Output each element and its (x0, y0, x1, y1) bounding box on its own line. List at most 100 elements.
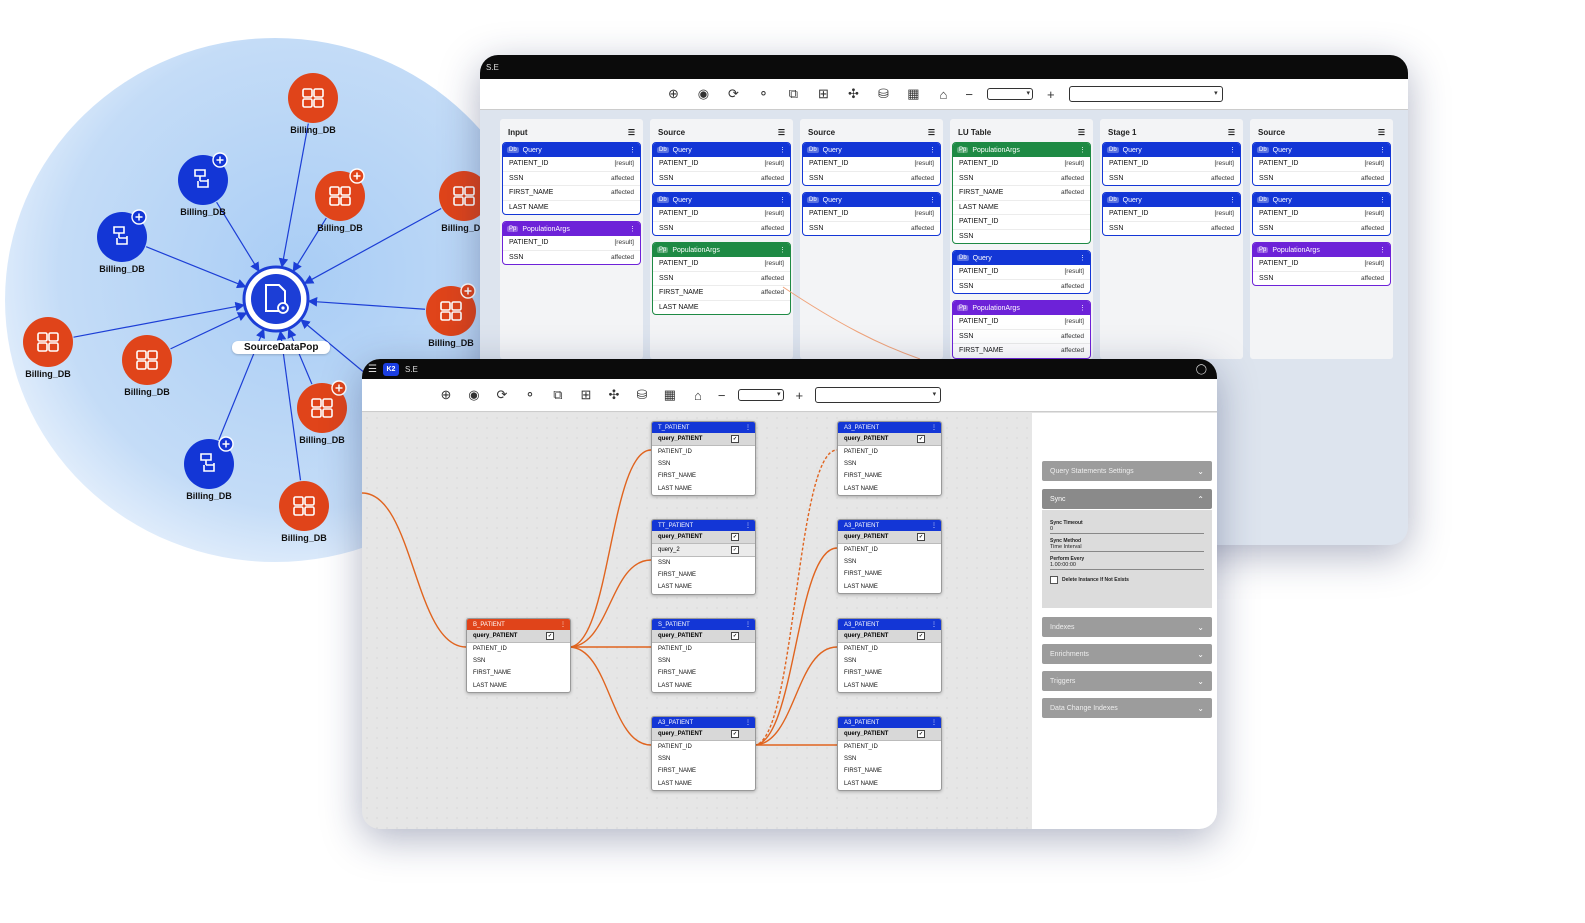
query-row[interactable]: query_PATIENT✓ (838, 630, 941, 643)
kebab-menu-icon[interactable]: ⋮ (1079, 255, 1086, 262)
table-field-row[interactable]: SSN (658, 560, 671, 567)
target-icon[interactable]: ◉ (468, 387, 480, 402)
kebab-menu-icon[interactable]: ⋮ (929, 197, 936, 204)
section-indexes[interactable]: Indexes⌄ (1042, 617, 1212, 637)
table-field-row[interactable]: LAST NAME (658, 485, 692, 492)
hub-node[interactable] (242, 265, 310, 333)
flow-node[interactable] (97, 209, 147, 262)
kebab-menu-icon[interactable]: ⋮ (931, 720, 937, 726)
table-field-row[interactable]: LAST NAME (658, 584, 692, 591)
plus-icon[interactable] (349, 168, 365, 184)
table-field-row[interactable]: PATIENT_ID (844, 547, 878, 554)
table-field-row[interactable]: LAST NAME (844, 780, 878, 787)
table-add-icon[interactable]: ⊞ (580, 387, 592, 402)
plus-icon[interactable] (218, 436, 234, 452)
perform-every-field[interactable]: 1.00:00:00 (1050, 562, 1204, 570)
section-enrichments[interactable]: Enrichments⌄ (1042, 644, 1212, 664)
actor-field-row[interactable]: PATIENT_ID (953, 215, 1090, 230)
kebab-menu-icon[interactable]: ⋮ (745, 523, 751, 529)
table-field-row[interactable]: SSN (473, 658, 486, 665)
table-field-row[interactable]: PATIENT_ID (658, 744, 692, 751)
table-field-row[interactable]: LAST NAME (658, 780, 692, 787)
table-field-row[interactable]: PATIENT_ID (844, 449, 878, 456)
kebab-menu-icon[interactable]: ⋮ (1079, 147, 1086, 154)
kebab-menu-icon[interactable]: ⋮ (629, 226, 636, 233)
target-icon[interactable]: ◉ (697, 86, 710, 101)
zoom-out-button[interactable]: − (965, 86, 973, 102)
kebab-menu-icon[interactable]: ⋮ (1229, 147, 1236, 154)
kebab-menu-icon[interactable]: ⋮ (779, 247, 786, 254)
table-field-row[interactable]: SSN (844, 658, 857, 665)
table-field-row[interactable]: SSN (844, 756, 857, 763)
query-checkbox[interactable]: ✓ (731, 632, 739, 640)
refresh-icon[interactable]: ⟳ (727, 86, 739, 101)
table-field-row[interactable]: FIRST_NAME (473, 670, 512, 677)
section-data-change-indexes[interactable]: Data Change Indexes⌄ (1042, 698, 1212, 718)
table-field-row[interactable]: FIRST_NAME (658, 768, 697, 775)
actor-field-row[interactable]: PATIENT_ID[result] (653, 157, 790, 172)
database-node[interactable] (122, 335, 172, 385)
kebab-menu-icon[interactable]: ⋮ (1229, 197, 1236, 204)
section-triggers[interactable]: Triggers⌄ (1042, 671, 1212, 691)
user-icon[interactable]: ◯ (1195, 363, 1207, 375)
kebab-menu-icon[interactable]: ⋮ (931, 425, 937, 431)
zoom-level-select[interactable]: ▾ (987, 88, 1033, 100)
query-checkbox[interactable]: ✓ (917, 632, 925, 640)
query-row[interactable]: query_PATIENT✓ (652, 531, 755, 544)
actor-field-row[interactable]: PATIENT_ID[result] (503, 236, 640, 251)
flow-node[interactable] (184, 436, 234, 489)
kebab-menu-icon[interactable]: ⋮ (779, 197, 786, 204)
query-row[interactable]: query_PATIENT✓ (652, 433, 755, 446)
table-field-row[interactable]: SSN (658, 658, 671, 665)
hierarchy-icon[interactable]: ⌂ (693, 387, 702, 403)
table-field-row[interactable]: LAST NAME (473, 682, 507, 689)
query-checkbox[interactable]: ✓ (546, 632, 554, 640)
stage-menu-icon[interactable]: ☰ (1377, 128, 1385, 137)
network-icon[interactable]: ✣ (608, 387, 620, 402)
select-icon[interactable]: ⧉ (553, 387, 563, 402)
plus-icon[interactable] (212, 152, 228, 168)
table-field-row[interactable]: LAST NAME (844, 485, 878, 492)
menu-icon[interactable]: ☰ (368, 363, 377, 375)
stage-menu-icon[interactable]: ☰ (1077, 128, 1085, 137)
select-icon[interactable]: ⧉ (788, 86, 799, 101)
zoom-out-button[interactable]: − (717, 387, 726, 403)
grid-search-icon[interactable]: ▦ (663, 387, 677, 402)
kebab-menu-icon[interactable]: ⋮ (931, 622, 937, 628)
sync-method-field[interactable]: Time Interval (1050, 544, 1204, 552)
table-field-row[interactable]: SSN (658, 756, 671, 763)
delete-instance-checkbox[interactable] (1050, 576, 1058, 584)
kebab-menu-icon[interactable]: ⋮ (929, 147, 936, 154)
table-field-row[interactable]: FIRST_NAME (658, 670, 697, 677)
actor-field-row[interactable]: PATIENT_ID[result] (953, 157, 1090, 172)
table-field-row[interactable]: FIRST_NAME (844, 768, 883, 775)
table-field-row[interactable]: PATIENT_ID (844, 646, 878, 653)
table-field-row[interactable]: PATIENT_ID (844, 744, 878, 751)
table-field-row[interactable]: PATIENT_ID (658, 449, 692, 456)
query-row[interactable]: query_PATIENT✓ (838, 728, 941, 741)
